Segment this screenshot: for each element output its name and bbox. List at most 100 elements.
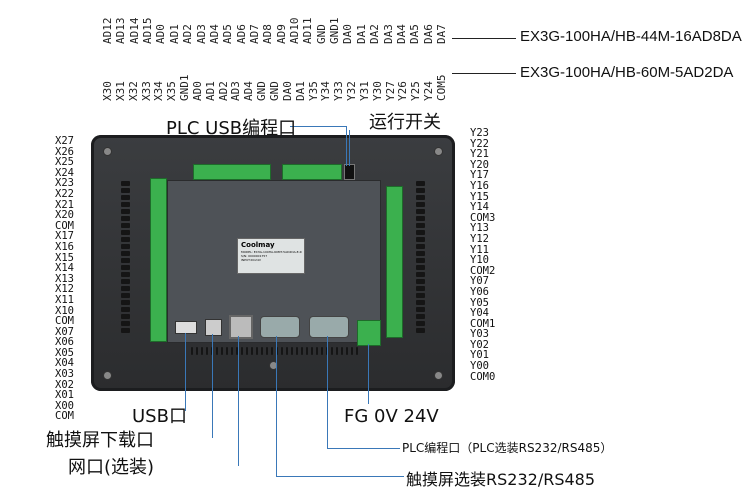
terminal-top-2 — [282, 164, 342, 180]
side-pin-label: Y15 — [470, 190, 489, 203]
vent-slot — [331, 347, 333, 355]
label-input: INPUT:DC24V — [241, 258, 261, 262]
db9-port-2[interactable] — [309, 316, 349, 338]
leader-serial-v — [276, 336, 277, 476]
side-pin-label: COM — [55, 315, 74, 328]
side-pin-label: X13 — [55, 272, 74, 285]
top-pin-label: DA0 — [280, 81, 294, 101]
side-pin-label: X02 — [55, 378, 74, 391]
side-pin-label: Y01 — [470, 349, 489, 362]
model2-leader — [452, 73, 516, 74]
vent-slot — [121, 202, 130, 207]
vent-slot — [236, 347, 238, 355]
vent-slot — [416, 328, 425, 333]
top-pin-label: DA1 — [354, 24, 368, 44]
side-pin-label: X01 — [55, 389, 74, 402]
top-pin-label: AD4 — [242, 81, 256, 101]
vent-slot — [416, 188, 425, 193]
top-pin-label: AD2 — [216, 81, 230, 101]
side-pin-label: Y02 — [470, 338, 489, 351]
vent-slot — [121, 258, 130, 263]
vent-slot — [121, 321, 130, 326]
vent-slot — [416, 258, 425, 263]
vent-slot — [296, 347, 298, 355]
usb-b-port[interactable] — [205, 319, 222, 336]
top-pin-label: Y32 — [345, 81, 359, 101]
screw — [434, 371, 443, 380]
leader-serial-h — [276, 476, 404, 477]
callout-plc-usb: PLC USB编程口 — [166, 118, 297, 139]
top-pin-label: AD9 — [274, 24, 288, 44]
vent-slot — [261, 347, 263, 355]
vent-slot — [121, 265, 130, 270]
top-pin-label: AD1 — [203, 81, 217, 101]
vent-slot — [286, 347, 288, 355]
vent-slot — [226, 347, 228, 355]
callout-network: 网口(选装) — [68, 457, 155, 478]
side-pin-label: X04 — [55, 357, 74, 370]
top-pin-label: AD11 — [301, 17, 315, 45]
callout-hmi-serial: 触摸屏选装RS232/RS485 — [406, 470, 596, 489]
db9-port-1[interactable] — [260, 316, 300, 338]
top-pin-label: AD8 — [261, 24, 275, 44]
side-pin-label: Y05 — [470, 296, 489, 309]
vent-slot — [416, 251, 425, 256]
side-pin-label: Y00 — [470, 360, 489, 373]
top-pin-label: DA4 — [394, 24, 408, 44]
model2-label: EX3G-100HA/HB-60M-5AD2DA — [520, 64, 734, 81]
vent-slot — [121, 237, 130, 242]
top-pin-label: AD12 — [101, 17, 114, 45]
side-pin-label: X12 — [55, 283, 74, 296]
leader-plcprog-v — [327, 336, 328, 448]
vent-slot — [221, 347, 223, 355]
run-switch[interactable] — [344, 164, 355, 180]
vent-slot — [121, 300, 130, 305]
vent-slot — [266, 347, 268, 355]
vent-slot — [416, 272, 425, 277]
side-pin-label: Y03 — [470, 328, 489, 341]
vent-slot — [251, 347, 253, 355]
vent-slot — [416, 279, 425, 284]
side-pin-label: COM0 — [470, 370, 496, 383]
top-pin-label: AD0 — [154, 24, 168, 44]
side-pin-label: COM3 — [470, 211, 496, 224]
screw — [269, 361, 278, 370]
side-pin-label: Y23 — [470, 127, 489, 139]
side-pin-label: COM — [55, 219, 74, 232]
terminal-right — [386, 186, 403, 338]
terminal-left — [150, 178, 167, 342]
vent-slot — [416, 230, 425, 235]
top-pin-label: X30 — [101, 81, 114, 101]
top-pin-label: AD15 — [141, 17, 155, 45]
top-pin-label: Y31 — [357, 81, 371, 101]
vent-slot — [341, 347, 343, 355]
ethernet-port[interactable] — [229, 315, 253, 339]
side-pin-label: Y13 — [470, 222, 489, 235]
vent-slot — [206, 347, 208, 355]
side-pin-label: X27 — [55, 135, 74, 147]
side-pin-label: Y17 — [470, 169, 489, 182]
device-label-card: Coolmay MODEL: EX3G-100HA-60MT-5AD2DA-E-… — [237, 238, 305, 274]
screw — [103, 371, 112, 380]
vent-slot — [416, 286, 425, 291]
vent-slot — [416, 195, 425, 200]
vent-slot — [121, 279, 130, 284]
side-pin-label: X03 — [55, 368, 74, 381]
vent-slot — [121, 195, 130, 200]
side-pin-label: X25 — [55, 156, 74, 169]
side-pin-label: X00 — [55, 399, 74, 412]
side-pin-label: X14 — [55, 262, 74, 275]
vent-slot — [121, 188, 130, 193]
vent-slot — [121, 314, 130, 319]
vent-slot — [191, 347, 193, 355]
side-pin-label: X21 — [55, 198, 74, 211]
usb-port[interactable] — [175, 321, 197, 334]
vent-slot — [321, 347, 323, 355]
leader-power-v — [368, 344, 369, 404]
top-pin-label: COM5 — [435, 74, 448, 102]
top-pin-label: X35 — [165, 81, 179, 101]
top-pin-label: GND1 — [328, 17, 342, 45]
side-pin-label: Y06 — [470, 285, 489, 298]
top-pin-label: DA7 — [435, 24, 448, 44]
vent-slot — [316, 347, 318, 355]
